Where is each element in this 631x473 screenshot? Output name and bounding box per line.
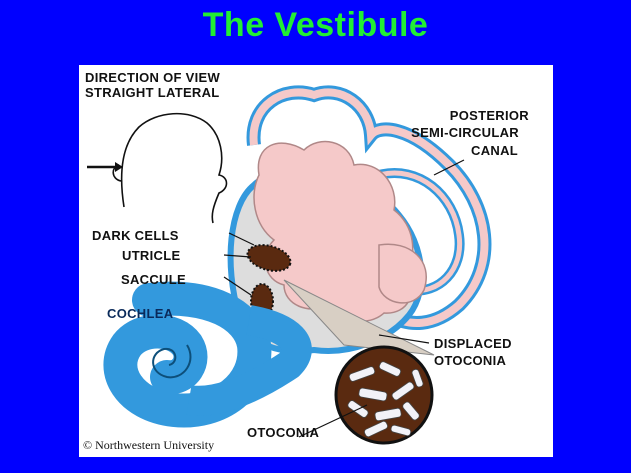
view-arrowhead (115, 162, 123, 172)
head-outline (112, 112, 228, 224)
posterior-canal-label-1: POSTERIOR (449, 108, 529, 123)
copyright-credit: © Northwestern University (83, 438, 215, 452)
dark-cells-label: DARK CELLS (92, 228, 179, 243)
canal-loop-2-inner (378, 170, 463, 294)
leader-lines (223, 159, 465, 438)
direction-label-2: STRAIGHT LATERAL (85, 85, 220, 100)
otoconia-label: OTOCONIA (247, 425, 320, 440)
anatomy-illustration (87, 85, 492, 445)
cochlea-label: COCHLEA (107, 306, 174, 321)
posterior-canal-label-3: CANAL (471, 143, 518, 158)
cochlea-duct (103, 281, 272, 428)
direction-label-1: DIRECTION OF VIEW (85, 70, 221, 85)
displaced-otoconia-label-1: DISPLACED (434, 336, 512, 351)
posterior-canal-label-2: SEMI-CIRCULAR (411, 125, 519, 140)
canal-inner (249, 88, 489, 327)
slide-title: The Vestibule (202, 6, 429, 44)
cochlea-spiral (152, 344, 192, 379)
utricle-label: UTRICLE (122, 248, 181, 263)
vestibule-diagram: DIRECTION OF VIEW STRAIGHT LATERAL POSTE… (79, 65, 553, 457)
displaced-otoconia-label-2: OTOCONIA (434, 353, 507, 368)
utricle-region (246, 244, 292, 272)
cochlea-base (186, 305, 312, 416)
membranous-ampulla (378, 243, 427, 304)
saccule-label: SACCULE (121, 272, 186, 287)
